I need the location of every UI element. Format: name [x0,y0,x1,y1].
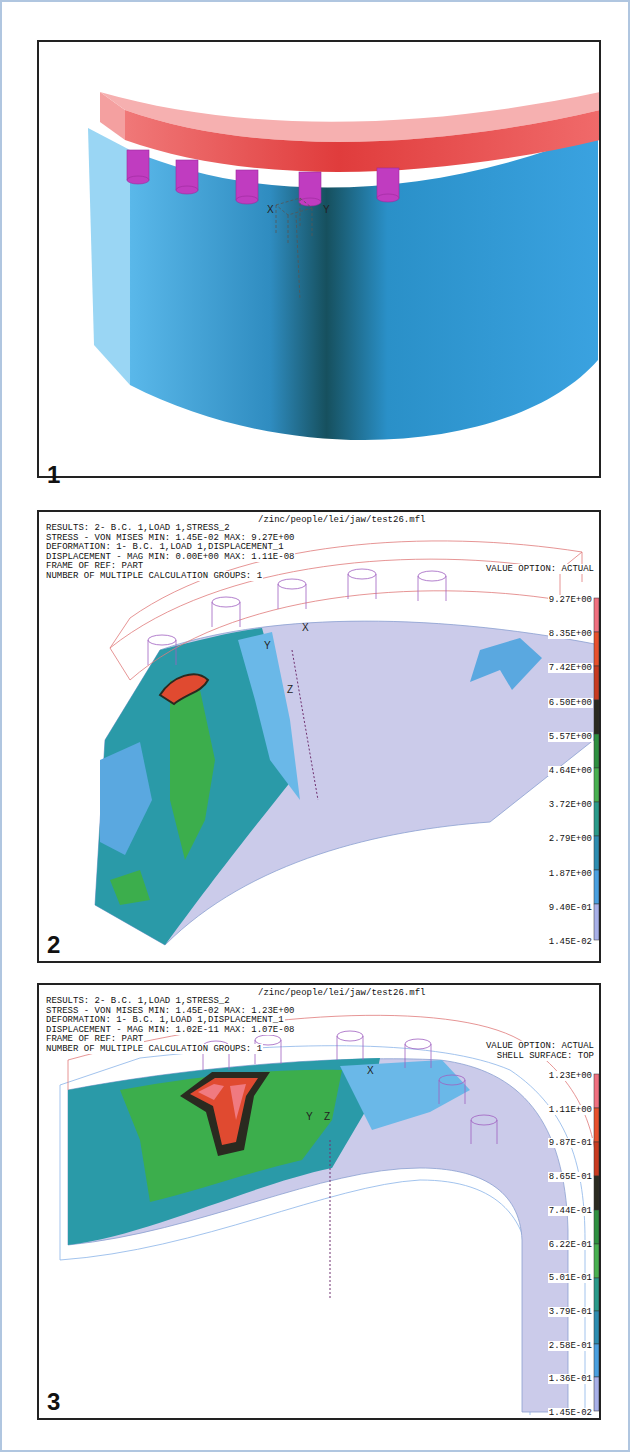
header-text: FRAME OF REF: PART [45,1034,144,1044]
header-text: /zinc/people/lei/jaw/test26.mfl [257,988,426,998]
header-text: DISPLACEMENT - MAG MIN: 0.00E+00 MAX: 1.… [45,552,295,562]
header-text: RESULTS: 2- B.C. 1,LOAD 1,STRESS_2 [45,996,231,1006]
scale-value: VALUE OPTION: ACTUAL [485,1041,595,1051]
scale-value: 9.40E-01 [548,903,593,913]
figure-panel: XY1 [37,40,601,478]
scale-value: 1.11E+00 [548,1105,593,1115]
panel-number: 1 [47,462,60,488]
header-text: NUMBER OF MULTIPLE CALCULATION GROUPS: 1 [45,571,263,581]
jaw-model [88,92,600,440]
scale-value: 1.23E+00 [548,1071,593,1081]
panel-number: 2 [47,932,60,958]
scale-value: 1.87E+00 [548,869,593,879]
header-text: FRAME OF REF: PART [45,561,144,571]
scale-value: 3.72E+00 [548,800,593,810]
scale-value: 3.79E-01 [548,1307,593,1317]
scale-value: 1.45E-02 [548,1408,593,1418]
header-text: STRESS - VON MISES MIN: 1.45E-02 MAX: 1.… [45,1006,295,1016]
axis-label: Y [306,1111,313,1122]
scale-value: VALUE OPTION: ACTUAL [485,564,595,574]
scale-value: 7.42E+00 [548,663,593,673]
scale-value: 1.45E-02 [548,937,593,947]
scale-value: 5.01E-01 [548,1273,593,1283]
header-text: RESULTS: 2- B.C. 1,LOAD 1,STRESS_2 [45,523,231,533]
header-text: STRESS - VON MISES MIN: 1.45E-02 MAX: 9.… [45,533,295,543]
scale-value: 6.22E-01 [548,1240,593,1250]
scale-value: 6.50E+00 [548,698,593,708]
axis-label: X [267,204,274,215]
scale-value: 5.57E+00 [548,732,593,742]
axis-label: X [302,622,309,633]
axis-label: Y [323,204,330,215]
scale-value: 8.35E+00 [548,629,593,639]
scale-value: 8.65E-01 [548,1172,593,1182]
scale-value: 4.64E+00 [548,766,593,776]
header-text: DEFORMATION: 1- B.C. 1,LOAD 1,DISPLACEME… [45,542,285,552]
scale-value: 1.36E-01 [548,1374,593,1384]
header-text: DEFORMATION: 1- B.C. 1,LOAD 1,DISPLACEME… [45,1015,285,1025]
scale-value: 2.79E+00 [548,834,593,844]
header-text: DISPLACEMENT - MAG MIN: 1.02E-11 MAX: 1.… [45,1025,295,1035]
axis-label: Z [324,1111,330,1122]
color-scale [594,598,599,1411]
scale-value: 2.58E-01 [548,1341,593,1351]
figure-panel: /zinc/people/lei/jaw/test26.mflRESULTS: … [37,983,601,1420]
stress-plot-2 [95,541,600,945]
axis-label: Y [264,640,271,651]
axis-label: X [367,1065,374,1076]
header-text: /zinc/people/lei/jaw/test26.mfl [257,515,426,525]
scale-value: 9.87E-01 [548,1138,593,1148]
axis-label: Z [287,684,293,695]
scale-value: 9.27E+00 [548,595,593,605]
scale-value: SHELL SURFACE: TOP [496,1051,595,1061]
header-text: NUMBER OF MULTIPLE CALCULATION GROUPS: 1 [45,1044,263,1054]
panel-number: 3 [47,1389,60,1415]
stress-plot-3 [60,1015,598,1415]
figure-panel: /zinc/people/lei/jaw/test26.mflRESULTS: … [37,510,601,963]
scale-value: 7.44E-01 [548,1206,593,1216]
